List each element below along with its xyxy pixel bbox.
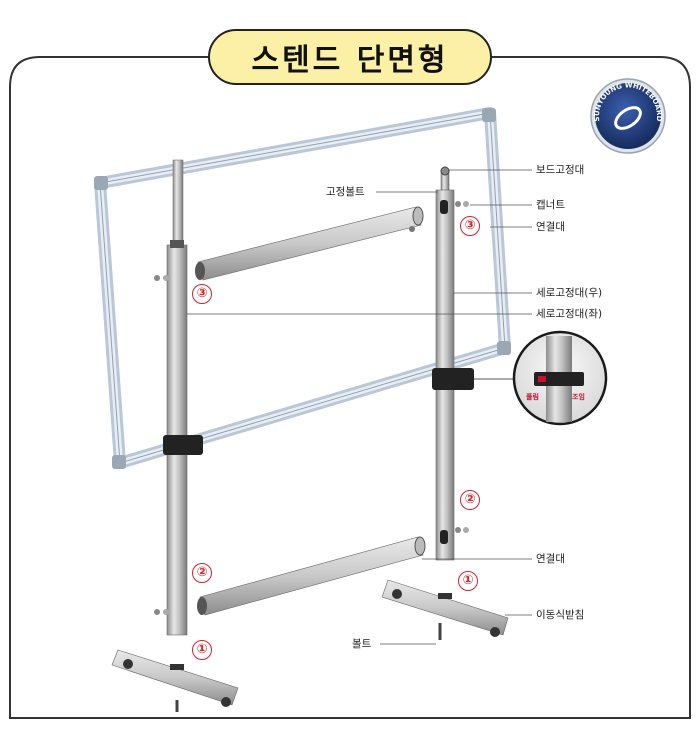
right-clamp <box>432 368 474 390</box>
label-connector-bottom: 연결대 <box>536 553 565 565</box>
label-vertical-right: 세로고정대(우) <box>536 287 603 299</box>
step-marker-3-right: ③ <box>460 216 480 236</box>
leader-lines <box>187 169 532 645</box>
step-marker-2-left: ② <box>192 563 212 583</box>
whiteboard-frame <box>94 107 511 469</box>
left-caster-base <box>111 649 239 712</box>
right-vertical-pole <box>435 166 455 561</box>
label-vertical-left: 세로고정대(좌) <box>536 308 603 320</box>
step-marker-1-left: ① <box>192 640 212 660</box>
bottom-connector-bar <box>197 536 426 616</box>
label-bolt: 볼트 <box>352 638 372 650</box>
inset-label-tighten: 조임 <box>572 393 585 401</box>
label-board-holder: 보드고정대 <box>536 164 585 176</box>
step-marker-1-right: ① <box>458 571 478 591</box>
brand-logo: SUNYOUNG WHITEBOARD <box>590 78 666 154</box>
title-banner: 스텐드 단면형 <box>208 29 492 85</box>
frame-outline <box>9 56 691 719</box>
clamp-detail-inset <box>474 330 608 426</box>
label-cap-nut: 캡너트 <box>536 199 565 211</box>
step-marker-3-left: ③ <box>192 284 212 304</box>
top-connector-bar <box>195 206 424 281</box>
label-fixing-bolt: 고정볼트 <box>326 186 365 198</box>
step-marker-2-right: ② <box>460 490 480 510</box>
left-clamp <box>163 435 203 455</box>
right-caster-base <box>381 579 509 640</box>
label-connector-top: 연결대 <box>536 221 565 233</box>
left-vertical-pole <box>166 159 188 636</box>
page-title: 스텐드 단면형 <box>251 43 449 78</box>
label-caster-base: 이동식받침 <box>536 609 585 621</box>
inset-label-loosen: 풀림 <box>526 393 539 401</box>
